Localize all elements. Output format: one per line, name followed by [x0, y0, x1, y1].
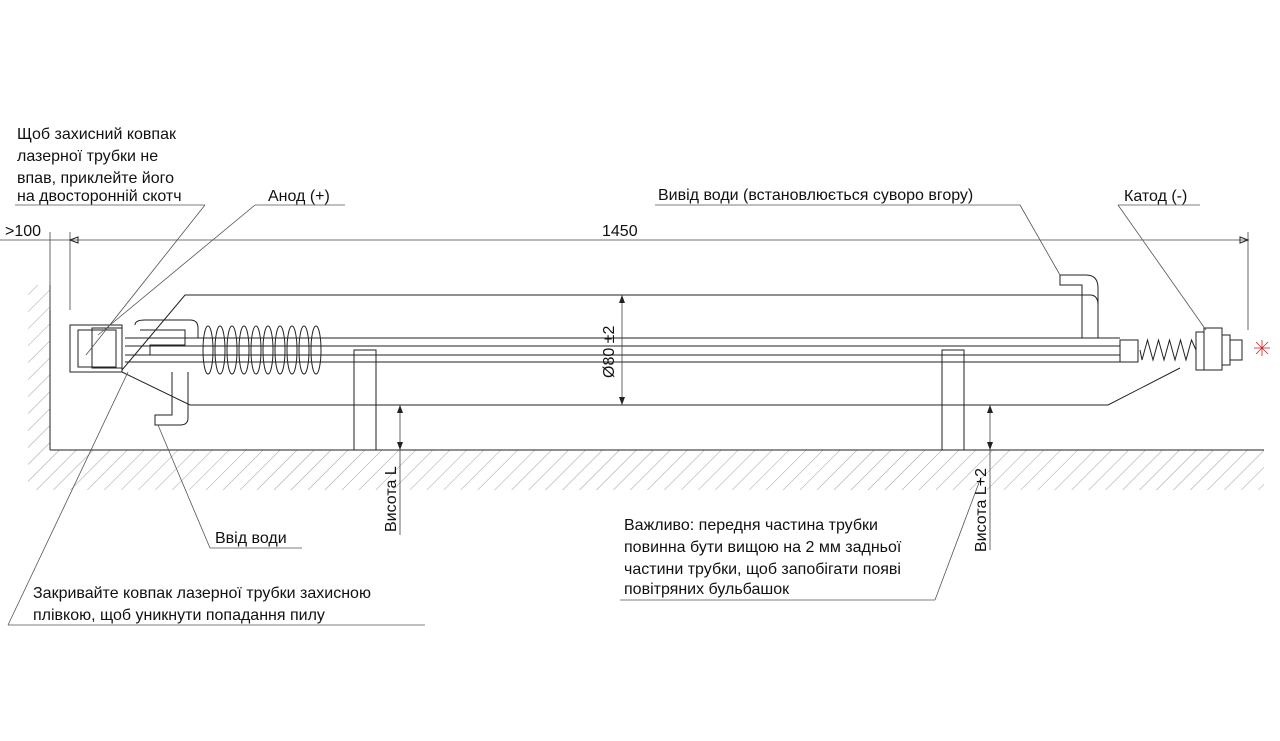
cathode-spring [1139, 338, 1197, 362]
water-jacket [121, 294, 1181, 406]
coil-turn [202, 325, 214, 375]
coil-turn [226, 325, 238, 375]
important-note-line-4: повітряних бульбашок [624, 581, 790, 598]
support-left [353, 349, 377, 451]
important-note-line-1: Важливо: передня частина трубки [624, 517, 878, 534]
cap-note-line-1: Щоб захисний ковпак [17, 126, 177, 143]
base-surface [28, 285, 1264, 490]
inner-coil [202, 325, 322, 375]
water-inlet-label: Ввід води [215, 530, 287, 547]
clearance-dimension-label: >100 [5, 223, 41, 240]
film-note-line-1: Закривайте ковпак лазерної трубки захисн… [33, 585, 371, 602]
cap-note: Щоб захисний ковпак лазерної трубки не в… [17, 126, 182, 205]
water-outlet-label: Вивід води (встановлюється суворо вгору) [658, 187, 973, 204]
support-right [941, 349, 965, 451]
floor-hatching [28, 450, 1264, 490]
laser-output-mark [1254, 340, 1270, 356]
diameter-label: Ø80 ±2 [601, 326, 618, 378]
length-dimension [0, 232, 1250, 330]
anode-label: Анод (+) [268, 188, 330, 205]
cap-note-line-3: впав, приклейте його [17, 170, 174, 187]
water-inlet-pipe [154, 372, 189, 426]
film-note: Закривайте ковпак лазерної трубки захисн… [33, 585, 371, 624]
coil-turn [298, 325, 310, 375]
wall-hatching [28, 285, 50, 450]
cathode-label: Катод (-) [1124, 188, 1187, 205]
important-note-line-3: частини трубки, щоб запобігати появі [624, 561, 901, 578]
coil-turn [262, 325, 274, 375]
coil-turn [238, 325, 250, 375]
coil-turn [250, 325, 262, 375]
coil-turn [286, 325, 298, 375]
important-note-line-2: повинна бути вищою на 2 мм задньої [624, 539, 902, 556]
important-note: Важливо: передня частина трубки повинна … [624, 517, 902, 598]
cap-note-line-4: на двосторонній скотч [17, 188, 182, 205]
coil-turn [274, 325, 286, 375]
cathode-terminal [1195, 331, 1205, 371]
length-dimension-label: 1450 [602, 223, 638, 240]
height-l-label: Висота L [383, 466, 400, 532]
leader-lines [7, 204, 1207, 626]
diameter-dimension [619, 295, 625, 405]
tube-supports [353, 349, 993, 550]
height-l2-label: Висота L+2 [973, 468, 990, 552]
film-note-line-2: плівкою, щоб уникнути попадання пилу [33, 607, 325, 624]
laser-tube [69, 274, 1270, 426]
cap-note-line-2: лазерної трубки не [17, 148, 158, 165]
coil-turn [310, 325, 322, 375]
water-outlet-pipe [1059, 274, 1099, 338]
coil-turn [214, 325, 226, 375]
